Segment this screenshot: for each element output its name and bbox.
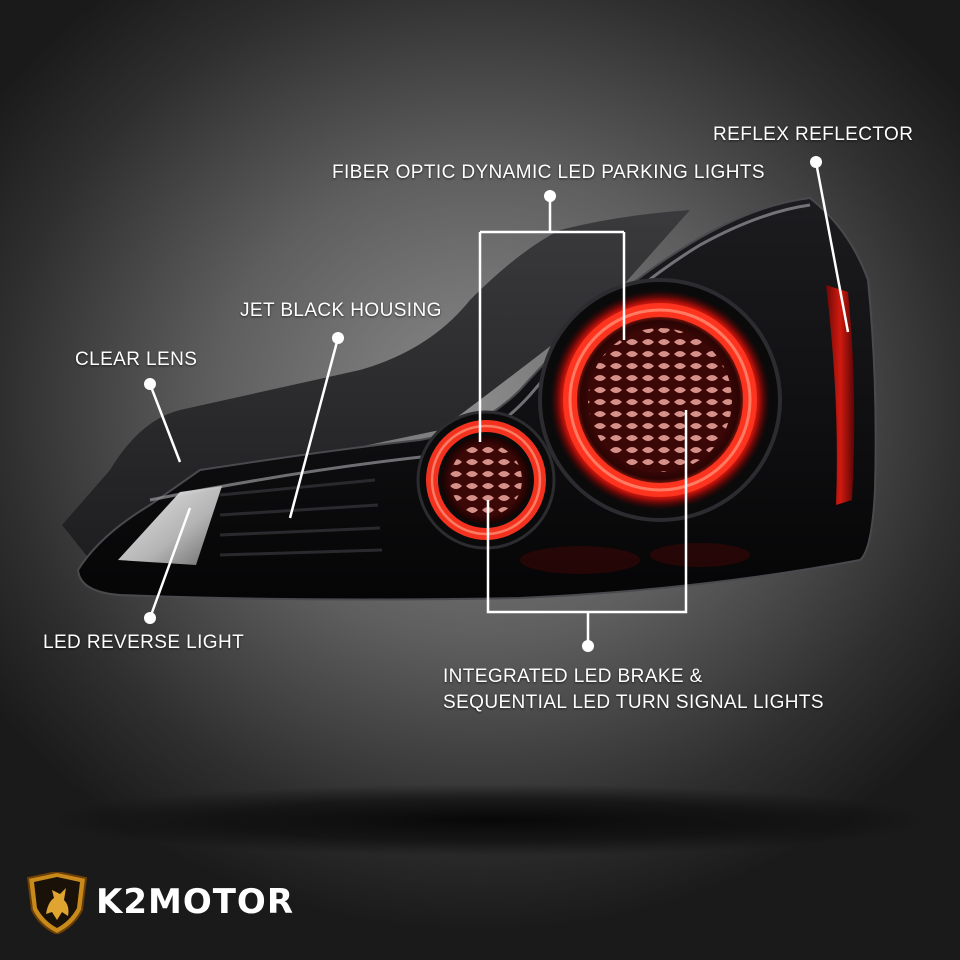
callout-leaders: [148, 161, 850, 646]
lower-reflection: [520, 546, 640, 574]
small-lamp-diamond-grid: [450, 444, 522, 516]
label-fiber-optic-parking-lights: FIBER OPTIC DYNAMIC LED PARKING LIGHTS: [332, 162, 765, 183]
large-lamp-halo: [550, 290, 770, 510]
dot-brake: [582, 640, 594, 652]
label-reflex-reflector: REFLEX REFLECTOR: [713, 124, 914, 145]
reflex-reflector-strip: [826, 285, 855, 505]
brand-wordmark: K2MOTOR: [96, 882, 295, 922]
floor-shadow: [50, 784, 930, 856]
dot-housing: [332, 332, 344, 344]
label-brake-turn-signal: INTEGRATED LED BRAKE & SEQUENTIAL LED TU…: [443, 664, 824, 716]
dot-fiber: [544, 190, 556, 202]
label-clear-lens: CLEAR LENS: [75, 349, 198, 370]
lens-edge: [149, 203, 811, 502]
label-brake-line-2: SEQUENTIAL LED TURN SIGNAL LIGHTS: [443, 692, 824, 713]
label-jet-black-housing: JET BLACK HOUSING: [240, 300, 442, 321]
shield-crest-icon: [26, 872, 88, 934]
callout-dots: [144, 156, 822, 652]
dot-reverse: [144, 612, 156, 624]
label-brake-line-1: INTEGRATED LED BRAKE &: [443, 666, 703, 687]
reverse-light-glass: [118, 486, 222, 565]
label-led-reverse-light: LED REVERSE LIGHT: [43, 632, 245, 653]
dot-reflex: [810, 156, 822, 168]
brand-logo: K2MOTOR: [24, 870, 314, 936]
dot-lens: [144, 378, 156, 390]
